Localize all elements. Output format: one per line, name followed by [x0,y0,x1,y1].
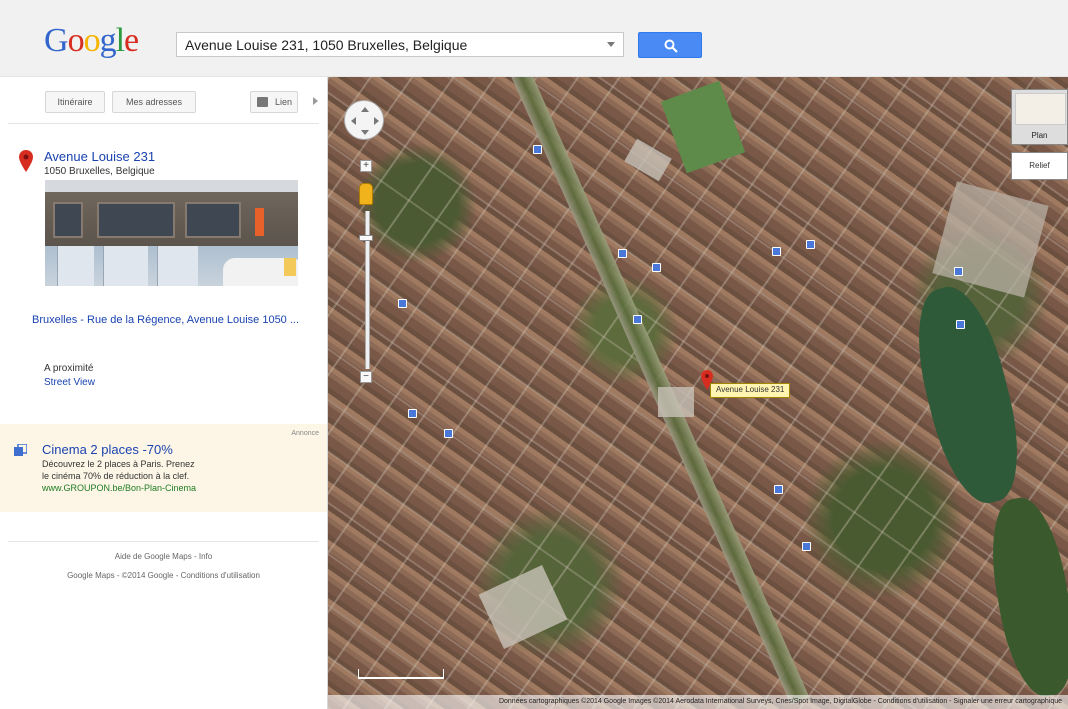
poi-icon[interactable] [618,249,627,258]
marker-label[interactable]: Avenue Louise 231 [710,383,791,398]
scale-bar [358,669,444,679]
logo-letter: o [83,22,101,59]
link-label: Lien [275,97,293,107]
ad-label: Annonce [291,430,319,437]
poi-icon[interactable] [772,247,781,256]
fence-panel [103,246,148,286]
next-photo-arrow-icon[interactable] [284,258,296,276]
ad-title[interactable]: Cinema 2 places -70% [42,442,173,457]
place-marker-icon [19,150,33,172]
pan-control[interactable] [344,100,384,140]
ad-text-line: le cinéma 70% de réduction à la clef. [42,471,190,481]
nearby-label: A proximité [44,363,94,374]
logo-letter: G [44,22,69,59]
zoom-in-button[interactable]: + [360,160,372,172]
zoom-slider-handle[interactable] [359,235,373,241]
pegman-icon[interactable] [359,183,373,205]
poi-icon[interactable] [806,240,815,249]
copyright-footer[interactable]: Google Maps - ©2014 Google - Conditions … [67,571,260,580]
print-link-button[interactable]: Lien [250,91,298,113]
street-view-thumbnail[interactable] [45,180,298,286]
window [53,202,83,238]
collapse-panel-icon[interactable] [313,97,318,105]
zoom-out-button[interactable]: − [360,371,372,383]
zoom-slider[interactable] [365,211,370,369]
poi-icon[interactable] [954,267,963,276]
ad-url[interactable]: www.GROUPON.be/Bon-Plan-Cinema [42,483,197,493]
print-icon [257,97,268,107]
building [658,387,694,417]
divider [8,123,319,124]
map-type-thumbnail [1015,93,1066,125]
sky [45,180,298,192]
ad-icon [14,444,27,456]
window [97,202,175,238]
sponsored-ad[interactable]: Annonce Cinema 2 places -70% Découvrez l… [0,424,327,512]
nearby-link[interactable]: Street View [44,377,95,388]
poi-icon[interactable] [398,299,407,308]
location-marker-icon[interactable] [701,370,713,390]
map-type-label: Plan [1031,131,1048,140]
poi-icon[interactable] [774,485,783,494]
help-footer-link[interactable]: Aide de Google Maps - Info [114,552,213,561]
logo-letter: o [67,22,85,59]
getting-there-button[interactable]: Itinéraire [45,91,105,113]
window [185,202,241,238]
google-logo[interactable]: Google [44,22,139,60]
poi-icon[interactable] [408,409,417,418]
pan-arrows-icon [351,107,379,135]
poi-icon[interactable] [802,542,811,551]
fence-panel [57,246,94,286]
nearby-section: A proximité Street View [44,362,95,390]
poi-icon[interactable] [444,429,453,438]
divider [8,541,319,542]
map-attribution[interactable]: Données cartographiques ©2014 Google Ima… [328,695,1068,709]
poi-icon[interactable] [633,315,642,324]
left-panel: Itinéraire Mes adresses Lien Avenue Loui… [0,77,328,709]
fence-panel [157,246,198,286]
poi-icon[interactable] [533,145,542,154]
ad-text-line: Découvrez le 2 places à Paris. Prenez [42,459,195,469]
search-button[interactable] [638,32,702,58]
logo-letter: g [99,22,117,59]
logo-letter: e [124,22,139,59]
poi-icon[interactable] [652,263,661,272]
place-description[interactable]: Bruxelles - Rue de la Régence, Avenue Lo… [32,314,300,326]
my-places-button[interactable]: Mes adresses [112,91,196,113]
search-dropdown-arrow-icon[interactable] [607,42,615,47]
orange-sign [255,208,264,236]
search-icon [664,39,678,53]
logo-letter: l [115,22,126,59]
place-title[interactable]: Avenue Louise 231 [44,149,156,164]
map-type-button[interactable]: Plan [1011,89,1068,145]
search-input[interactable]: Avenue Louise 231, 1050 Bruxelles, Belgi… [176,32,624,57]
satellite-map[interactable]: + − Plan Relief Avenue Louise 231 Donnée… [328,77,1068,709]
top-bar: Google Avenue Louise 231, 1050 Bruxelles… [0,0,1068,77]
search-input-value[interactable]: Avenue Louise 231, 1050 Bruxelles, Belgi… [185,37,468,53]
terrain-toggle[interactable]: Relief [1011,152,1068,180]
place-subtitle: 1050 Bruxelles, Belgique [44,166,155,177]
poi-icon[interactable] [956,320,965,329]
